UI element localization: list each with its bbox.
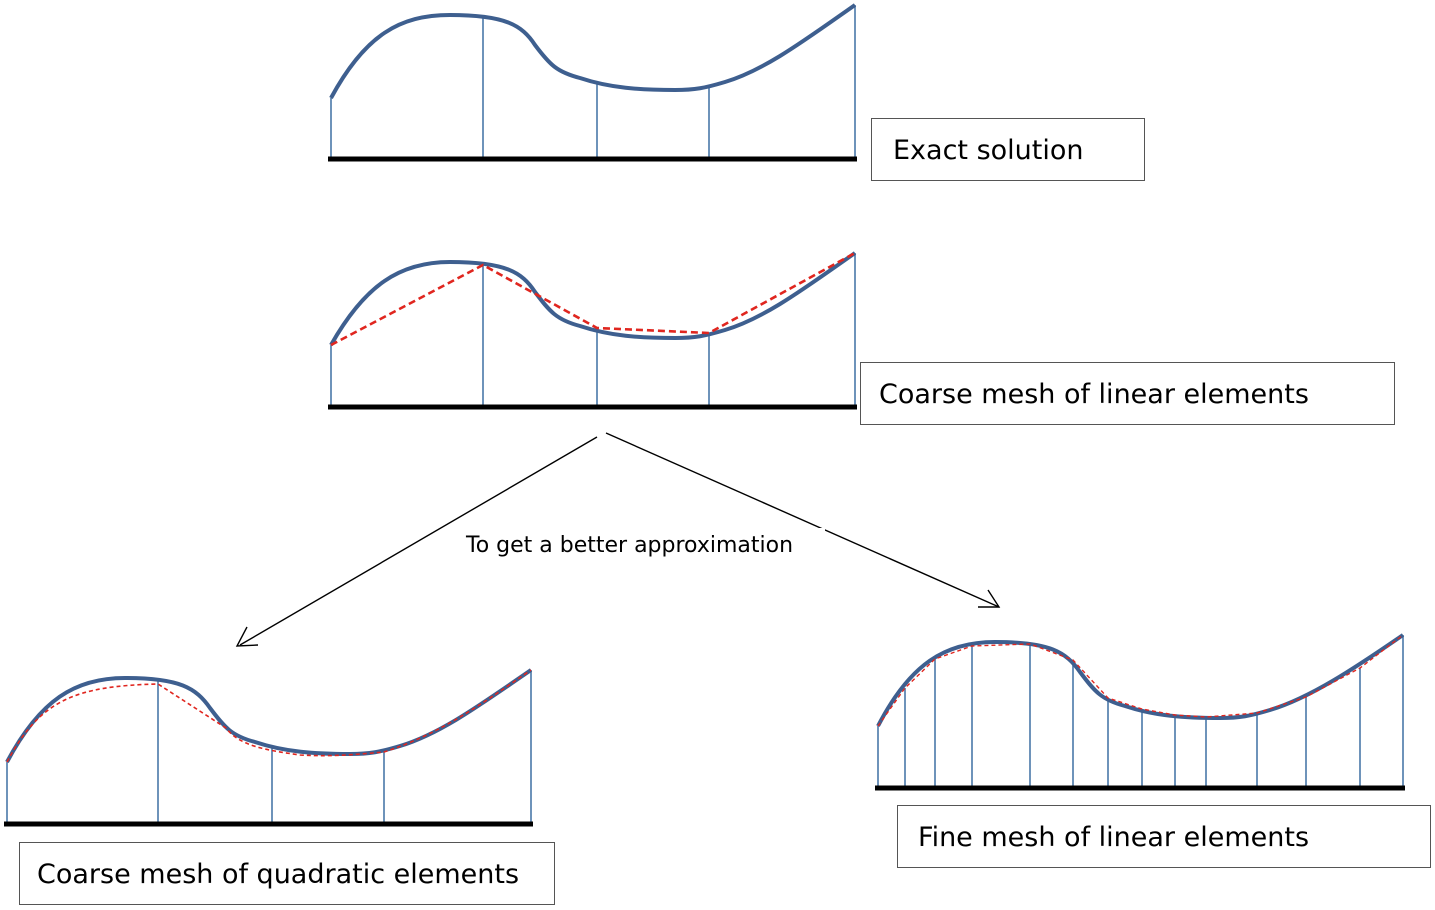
- label-box: [871, 118, 1145, 181]
- arrow-left-shaft: [239, 436, 598, 646]
- label-box: [19, 842, 555, 905]
- label-fine-linear-box: Fine mesh of linear elements: [897, 805, 1431, 868]
- exact-curve: [876, 633, 1405, 727]
- node-lines: [6, 670, 532, 824]
- arrow-caption-bg: [460, 528, 825, 560]
- fine-linear-approximation: [877, 634, 1404, 727]
- arrow-caption: To get a better approximation: [465, 533, 793, 558]
- exact-curve: [5, 668, 533, 763]
- node-lines: [330, 253, 856, 407]
- arrow-left-head: [235, 626, 259, 647]
- label-coarse-quadratic-box: Coarse mesh of quadratic elements: [19, 842, 555, 905]
- node-lines: [877, 635, 1404, 788]
- arrow-right-shaft: [605, 432, 1000, 608]
- panel-fine-linear: [875, 633, 1405, 791]
- arrow-right-head: [978, 589, 1001, 608]
- label-exact-box: Exact solution: [871, 118, 1145, 181]
- label-coarse-linear-text: Coarse mesh of linear elements: [879, 379, 1309, 410]
- quadratic-approximation: [6, 669, 532, 763]
- label-box: [897, 805, 1431, 868]
- panel-coarse-linear: [328, 251, 857, 410]
- exact-curve: [329, 3, 857, 99]
- label-box: [860, 362, 1395, 425]
- label-coarse-quadratic-text: Coarse mesh of quadratic elements: [37, 859, 519, 890]
- node-lines: [330, 5, 856, 158]
- arrows: [235, 432, 1001, 647]
- exact-curve: [329, 251, 857, 346]
- label-coarse-linear-box: Coarse mesh of linear elements: [860, 362, 1395, 425]
- label-fine-linear-text: Fine mesh of linear elements: [918, 822, 1309, 853]
- linear-approximation: [330, 251, 856, 347]
- label-exact-text: Exact solution: [893, 135, 1084, 166]
- panel-exact-solution: [328, 3, 857, 162]
- panel-coarse-quadratic: [4, 668, 533, 827]
